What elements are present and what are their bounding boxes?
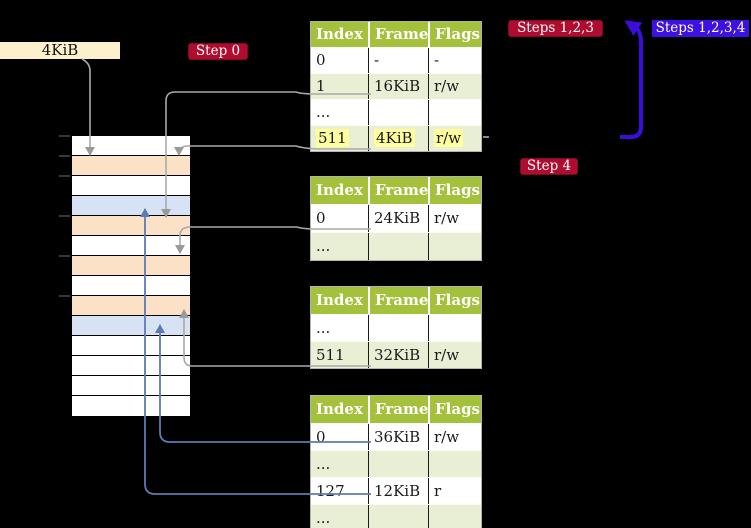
- memory-frame-row: [72, 176, 190, 196]
- table-cell: 1: [311, 74, 368, 99]
- table-cell: 16KiB: [368, 74, 428, 99]
- table-cell: 24KiB: [368, 205, 428, 232]
- table-header-cell: Flags: [428, 177, 481, 204]
- table-cell: 32KiB: [368, 342, 428, 368]
- highlighted-cell-text: 4KiB: [374, 129, 415, 147]
- memory-frame-row: [72, 236, 190, 256]
- table-cell: r/w: [428, 424, 481, 450]
- table-cell: ...: [311, 451, 368, 477]
- table-cell: 511: [311, 126, 368, 151]
- table-header-cell: Index: [311, 177, 368, 204]
- highlighted-cell-text: r/w: [434, 129, 464, 147]
- table-cell: 511: [311, 342, 368, 368]
- table-cell: r/w: [428, 342, 481, 368]
- memory-tick-marks: [59, 135, 70, 297]
- highlighted-cell-text: 511: [316, 129, 349, 147]
- table-row: ...: [311, 99, 481, 125]
- table-cell: [428, 505, 481, 528]
- table-cell: 36KiB: [368, 424, 428, 450]
- table-cell: 0: [311, 48, 368, 73]
- table-cell: [428, 451, 481, 477]
- table-row: ...: [311, 314, 481, 341]
- table-header-cell: Frame: [368, 22, 428, 47]
- table-row: 0--: [311, 47, 481, 73]
- table-cell: ...: [311, 505, 368, 528]
- table-cell: 0: [311, 424, 368, 450]
- table-header-cell: Index: [311, 287, 368, 314]
- table-row: ...: [311, 450, 481, 477]
- memory-frame-row: [72, 336, 190, 356]
- table-header-cell: Index: [311, 396, 368, 423]
- memory-frame-row: [72, 296, 190, 316]
- table-cell: ...: [311, 233, 368, 260]
- table-cell: [428, 233, 481, 260]
- memory-frame-row: [72, 136, 190, 156]
- table-header-cell: Flags: [428, 22, 481, 47]
- step4-badge: Step 4: [520, 158, 578, 175]
- physical-memory-column: [71, 135, 191, 417]
- memory-frame-row: [72, 376, 190, 396]
- memory-frame-row: [72, 276, 190, 296]
- table-cell: [428, 315, 481, 341]
- table-cell: -: [368, 48, 428, 73]
- table-cell: 4KiB: [368, 126, 428, 151]
- table-header-cell: Frame: [368, 396, 428, 423]
- memory-frame-row: [72, 216, 190, 236]
- table-cell: 127: [311, 478, 368, 504]
- arrow-recursive-loop: [620, 20, 643, 139]
- table-header-cell: Flags: [428, 396, 481, 423]
- table-cell: r/w: [428, 74, 481, 99]
- table-cell: [368, 100, 428, 125]
- table-cell: [428, 100, 481, 125]
- memory-frame-row: [72, 156, 190, 176]
- table-row: ...: [311, 232, 481, 260]
- table-cell: [368, 451, 428, 477]
- memory-frame-row: [72, 196, 190, 216]
- memory-frame-row: [72, 356, 190, 376]
- table-header-cell: Flags: [428, 287, 481, 314]
- steps123-badge: Steps 1,2,3: [508, 20, 603, 37]
- table-cell: -: [428, 48, 481, 73]
- table-row: 511 4KiB r/w: [311, 125, 481, 151]
- memory-frame-row: [72, 256, 190, 276]
- steps1234-badge: Steps 1,2,3,4: [652, 20, 749, 37]
- step0-badge: Step 0: [188, 43, 248, 60]
- table-cell: [368, 315, 428, 341]
- table-cell: ...: [311, 100, 368, 125]
- table-cell: ...: [311, 315, 368, 341]
- table-cell: 0: [311, 205, 368, 232]
- table-cell: r/w: [428, 205, 481, 232]
- table-cell: r: [428, 478, 481, 504]
- table-cell: [368, 505, 428, 528]
- table-header-cell: Frame: [368, 177, 428, 204]
- page-size-label: 4KiB: [0, 42, 120, 59]
- table-cell: 12KiB: [368, 478, 428, 504]
- table-cell: r/w: [428, 126, 481, 151]
- memory-frame-row: [72, 316, 190, 336]
- table-row: ...: [311, 504, 481, 528]
- table-header-cell: Frame: [368, 287, 428, 314]
- memory-frame-row: [72, 396, 190, 416]
- table-cell: [368, 233, 428, 260]
- table-header-cell: Index: [311, 22, 368, 47]
